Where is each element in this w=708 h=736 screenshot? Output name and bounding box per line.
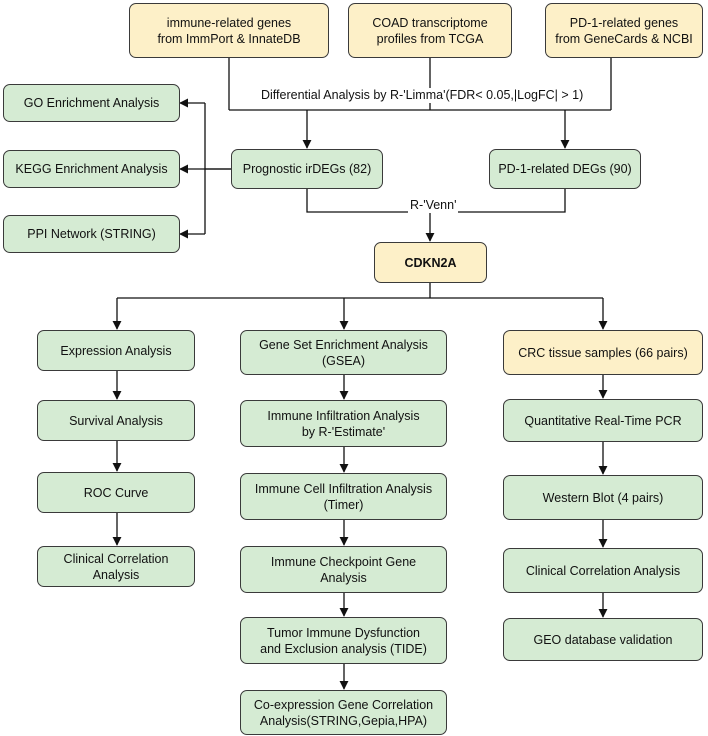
cdkn2a-hub-box: CDKN2A: [374, 242, 487, 283]
qpcr-box: Quantitative Real-Time PCR: [503, 399, 703, 442]
limma-label: Differential Analysis by R-'Limma'(FDR< …: [259, 88, 586, 103]
western-blot-box: Western Blot (4 pairs): [503, 475, 703, 520]
survival-analysis-box: Survival Analysis: [37, 400, 195, 441]
source-coad-tcga: COAD transcriptome profiles from TCGA: [348, 3, 512, 58]
edge-irdegs-to-bracket: [204, 103, 231, 170]
checkpoint-box: Immune Checkpoint Gene Analysis: [240, 546, 447, 593]
coexpression-box: Co-expression Gene Correlation Analysis(…: [240, 690, 447, 735]
geo-validation-box: GEO database validation: [503, 618, 703, 661]
ppi-network-box: PPI Network (STRING): [3, 215, 180, 253]
expression-analysis-box: Expression Analysis: [37, 330, 195, 371]
go-enrichment-box: GO Enrichment Analysis: [3, 84, 180, 122]
gsea-box: Gene Set Enrichment Analysis (GSEA): [240, 330, 447, 375]
source-pd1-genes: PD-1-related genes from GeneCards & NCBI: [545, 3, 703, 58]
tide-box: Tumor Immune Dysfunction and Exclusion a…: [240, 617, 447, 664]
estimate-box: Immune Infiltration Analysis by R-'Estim…: [240, 400, 447, 447]
roc-curve-box: ROC Curve: [37, 472, 195, 513]
irdegs-box: Prognostic irDEGs (82): [231, 149, 383, 189]
kegg-enrichment-box: KEGG Enrichment Analysis: [3, 150, 180, 188]
crc-samples-box: CRC tissue samples (66 pairs): [503, 330, 703, 375]
timer-box: Immune Cell Infiltration Analysis (Timer…: [240, 473, 447, 520]
source-immune-genes: immune-related genes from ImmPort & Inna…: [129, 3, 329, 58]
clinical-correlation-left-box: Clinical Correlation Analysis: [37, 546, 195, 587]
clinical-correlation-right-box: Clinical Correlation Analysis: [503, 548, 703, 593]
pd1-degs-box: PD-1-related DEGs (90): [489, 149, 641, 189]
venn-label: R-'Venn': [408, 198, 459, 213]
